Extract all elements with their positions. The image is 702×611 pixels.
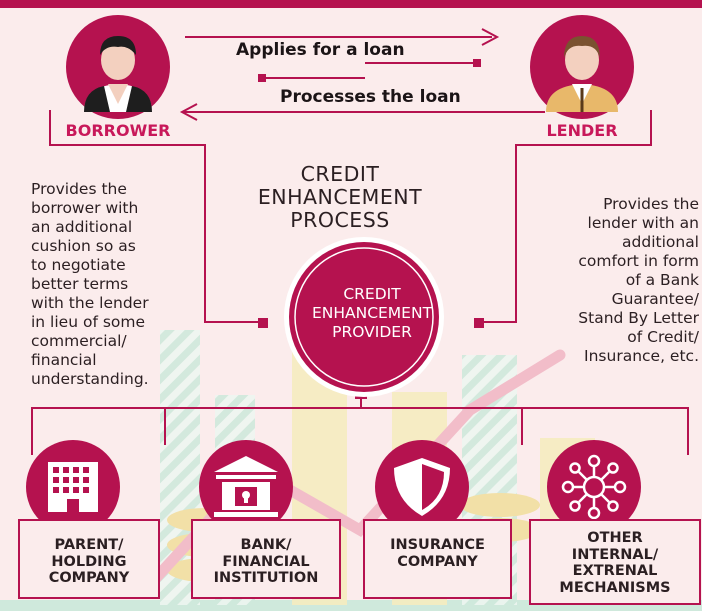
provider-circle bbox=[289, 242, 439, 392]
insurance-label: INSURANCE COMPANY bbox=[390, 537, 485, 570]
provider-inner-ring bbox=[294, 247, 434, 387]
applies-arrow bbox=[185, 28, 500, 67]
diagram-title: CREDIT ENHANCEMENT PROCESS bbox=[257, 162, 423, 232]
other-mechanisms-box bbox=[529, 519, 701, 605]
connector-node-right bbox=[474, 318, 484, 328]
shield-icon bbox=[375, 440, 469, 534]
network-nodes-icon bbox=[547, 440, 641, 534]
lender-benefit-text: Provides the lender with an additional c… bbox=[578, 195, 699, 365]
bank-label: BANK/ FINANCIAL INSTITUTION bbox=[213, 537, 319, 586]
bottom-band bbox=[0, 600, 702, 611]
lender-avatar-icon bbox=[530, 15, 634, 119]
lender-label: LENDER bbox=[546, 121, 618, 140]
bank-box bbox=[191, 519, 341, 599]
processes-label: Processes the loan bbox=[280, 87, 461, 107]
insurance-box bbox=[363, 519, 512, 599]
top-border bbox=[0, 0, 702, 8]
lender-connector bbox=[484, 110, 652, 323]
parent-company-label: PARENT/ HOLDING COMPANY bbox=[48, 537, 130, 586]
borrower-benefit-text: Provides the borrower with an additional… bbox=[31, 180, 149, 388]
applies-label: Applies for a loan bbox=[236, 40, 405, 60]
other-mechanisms-label: OTHER INTERNAL/ EXTRENAL MECHANISMS bbox=[559, 530, 671, 596]
parent-company-box bbox=[18, 519, 160, 599]
borrower-label: BORROWER bbox=[65, 121, 171, 140]
borrower-connector bbox=[49, 110, 268, 323]
borrower-avatar-icon bbox=[66, 15, 170, 119]
office-building-icon bbox=[26, 440, 120, 534]
processes-arrow bbox=[179, 74, 545, 121]
bank-vault-icon bbox=[199, 440, 293, 534]
connector-node-left bbox=[258, 318, 268, 328]
provider-label: CREDIT ENHANCEMENT PROVIDER bbox=[311, 285, 433, 341]
